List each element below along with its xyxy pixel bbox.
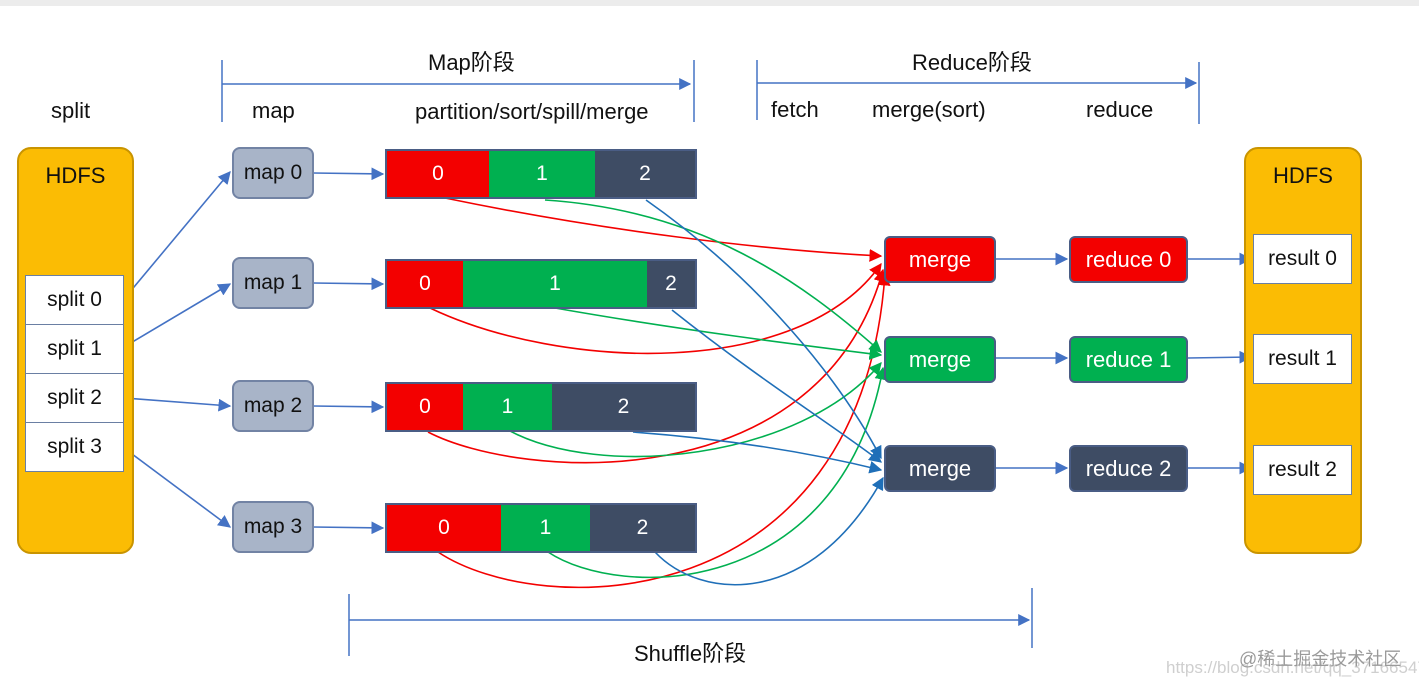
map-stage-title: Map阶段 (428, 50, 515, 75)
partition-bar-map-0: 0 1 2 (385, 149, 697, 199)
partition-1-segment: 1 (463, 384, 552, 430)
top-edge-strip (0, 0, 1419, 6)
result-1-box: result 1 (1253, 334, 1352, 384)
shuffle-stage-title: Shuffle阶段 (634, 641, 747, 666)
partition-bar-map-2: 0 1 2 (385, 382, 697, 432)
reduce-0-box: reduce 0 (1069, 236, 1188, 283)
reduce-2-box: reduce 2 (1069, 445, 1188, 492)
reduce-1-box: reduce 1 (1069, 336, 1188, 383)
result-0-box: result 0 (1253, 234, 1352, 284)
map-2-box: map 2 (232, 380, 314, 432)
partition-0-segment: 0 (387, 505, 501, 551)
hdfs-input-title: HDFS (45, 163, 106, 188)
reduce-stage-title: Reduce阶段 (912, 50, 1032, 75)
merge-1-box: merge (884, 336, 996, 383)
partition-1-segment: 1 (463, 261, 647, 307)
split-3-box: split 3 (25, 422, 124, 472)
partition-bar-map-3: 0 1 2 (385, 503, 697, 553)
partition-bar-map-1: 0 1 2 (385, 259, 697, 309)
partition-0-segment: 0 (387, 384, 463, 430)
partition-2-segment: 2 (647, 261, 695, 307)
map-column-label: map (252, 98, 295, 123)
partition-2-segment: 2 (595, 151, 695, 197)
partition-0-segment: 0 (387, 261, 463, 307)
partition-2-segment: 2 (590, 505, 695, 551)
split-1-box: split 1 (25, 324, 124, 374)
merge-sort-column-label: merge(sort) (872, 97, 986, 122)
url-watermark: https://blog.csdn.net/qq_37166547 (1166, 658, 1419, 677)
split-2-box: split 2 (25, 373, 124, 423)
merge-0-box: merge (884, 236, 996, 283)
partition-1-segment: 1 (489, 151, 595, 197)
split-column-label: split (51, 98, 91, 123)
partition-column-label: partition/sort/spill/merge (415, 99, 649, 124)
partition-2-segment: 2 (552, 384, 695, 430)
merge-2-box: merge (884, 445, 996, 492)
split-0-box: split 0 (25, 275, 124, 325)
partition-0-segment: 0 (387, 151, 489, 197)
reduce-column-label: reduce (1086, 97, 1154, 122)
map-1-box: map 1 (232, 257, 314, 309)
hdfs-output-title: HDFS (1273, 163, 1333, 188)
result-2-box: result 2 (1253, 445, 1352, 495)
map-3-box: map 3 (232, 501, 314, 553)
fetch-column-label: fetch (771, 97, 819, 122)
map-0-box: map 0 (232, 147, 314, 199)
partition-1-segment: 1 (501, 505, 590, 551)
credit-watermark: @稀土掘金技术社区 (1239, 649, 1402, 669)
